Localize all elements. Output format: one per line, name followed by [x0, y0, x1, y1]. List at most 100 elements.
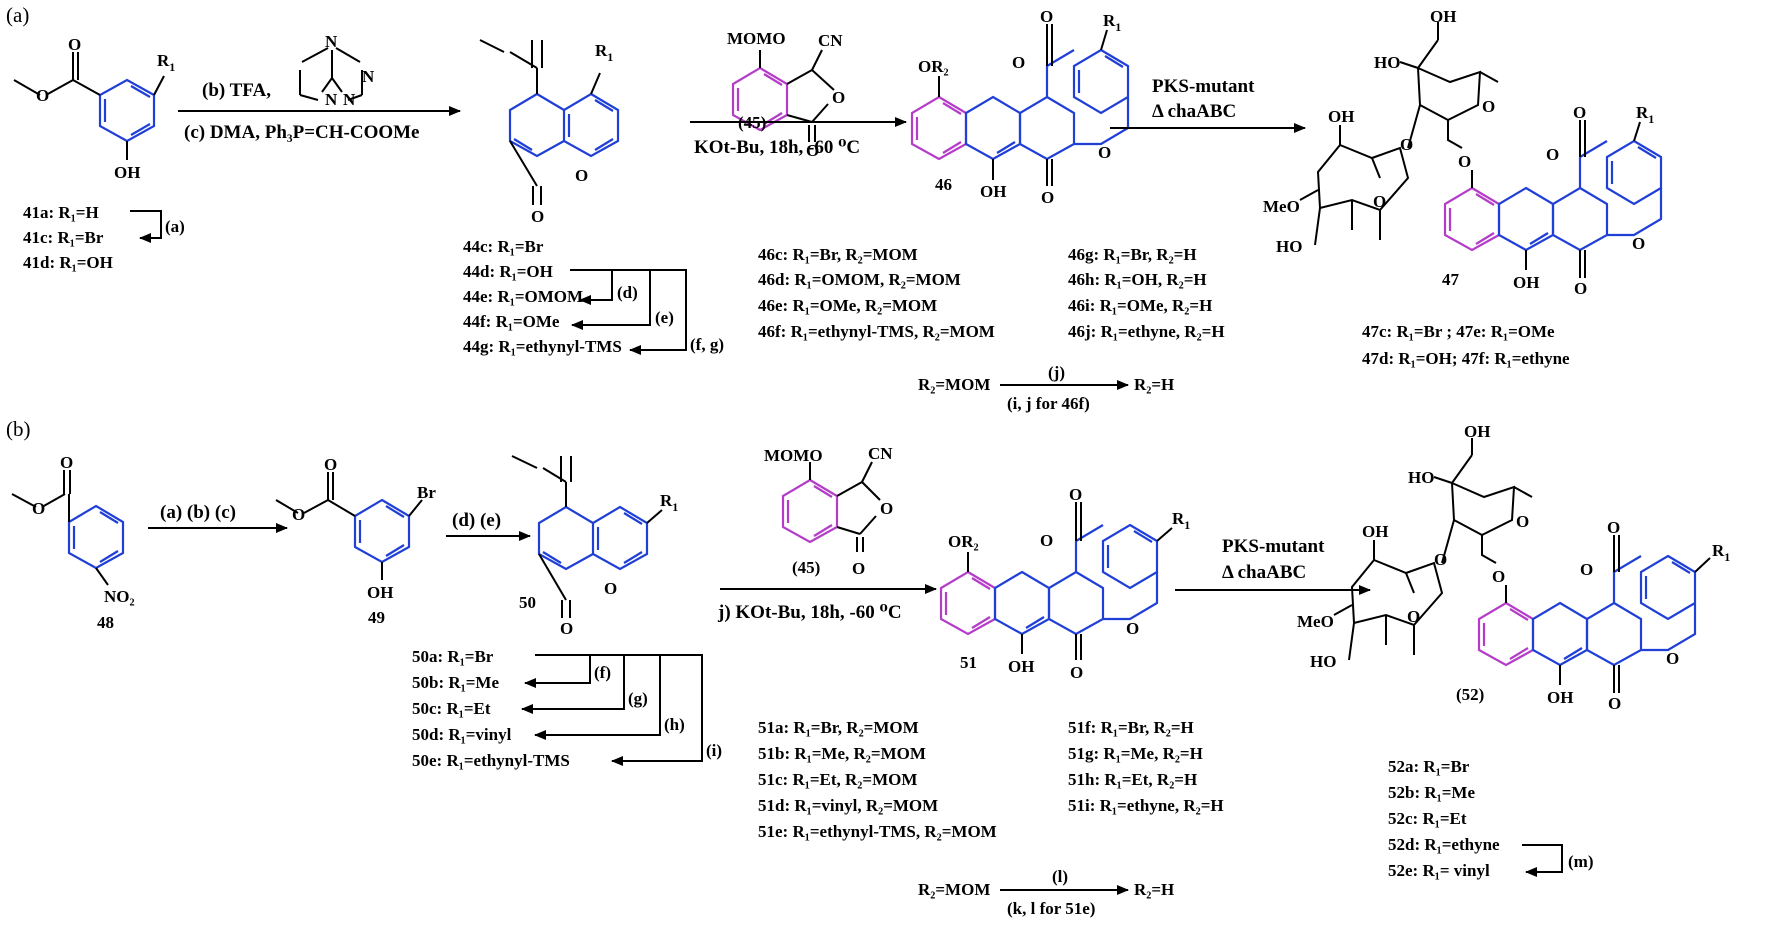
compound-51-r1: R1 — [1172, 509, 1190, 532]
step-label-f: (f) — [594, 663, 611, 682]
step-label-e: (e) — [655, 308, 674, 327]
compound-47-o-ring2: O — [1632, 234, 1645, 253]
list-51i: 51i: R₁=ethyne, R₂=H — [1068, 796, 1224, 815]
compound-52-ho2: HO — [1310, 652, 1336, 671]
compound-51-oh: OH — [1008, 657, 1034, 676]
panel-a-label: (a) — [6, 3, 29, 27]
list-51g: 51g: R₁=Me, R₂=H — [1068, 744, 1203, 763]
condition-pks-b: PKS-mutant — [1222, 536, 1325, 557]
list-50c: 50c: R₁=Et — [412, 699, 491, 718]
reagent-45b-co: O — [852, 559, 865, 578]
compound-46-o-ring: O — [1012, 53, 1025, 72]
compound-52-o-sugar2: O — [1407, 607, 1420, 626]
compound-47-oh-top: OH — [1430, 7, 1456, 26]
step-arrow-52d-to-52e — [1522, 844, 1563, 877]
list-41d: 41d: R₁=OH — [23, 253, 113, 272]
list-52d: 52d: R₁=ethyne — [1388, 835, 1500, 854]
compound-47-structure — [1299, 22, 1663, 278]
compound-49-oh: OH — [367, 583, 393, 602]
list-44c: 44c: R₁=Br — [463, 237, 544, 256]
list-46h: 46h: R₁=OH, R₂=H — [1068, 270, 1207, 289]
step-label-d: (d) — [617, 283, 638, 302]
reagent-45-structure — [731, 49, 835, 142]
deprotect-b-left: R₂=MOM — [918, 880, 990, 899]
compound-51-or2: OR₂ — [948, 532, 979, 551]
compound-48-label: 48 — [97, 613, 114, 632]
list-52c: 52c: R₁=Et — [1388, 809, 1467, 828]
deprotection-b: R₂=MOM (l) (k, l for 51e) R₂=H — [918, 867, 1174, 918]
compound-41-r1: R1 — [157, 51, 175, 74]
list-46f: 46f: R₁=ethynyl-TMS, R₂=MOM — [758, 322, 995, 341]
condition-tfa: (b) TFA, — [202, 80, 271, 101]
compound-51-label: 51 — [960, 653, 977, 672]
condition-b2: (d) (e) — [452, 510, 501, 531]
list-44d: 44d: R₁=OH — [463, 262, 553, 281]
compound-52-oh-mid: OH — [1362, 522, 1388, 541]
compound-46-o-top: O — [1040, 7, 1053, 26]
list-41a: 41a: R₁=H — [23, 203, 99, 222]
compound-47-oh-mid: OH — [1328, 107, 1354, 126]
compound-47-ho2: HO — [1276, 237, 1302, 256]
list-44f: 44f: R₁=OMe — [463, 312, 560, 331]
compound-51-list: 51a: R₁=Br, R₂=MOM 51b: R₁=Me, R₂=MOM 51… — [758, 718, 1224, 841]
compound-46-o-ring2: O — [1098, 143, 1111, 162]
compound-52-o-glyco: O — [1492, 567, 1505, 586]
compound-52-o-link: O — [1434, 550, 1447, 569]
panel-b-label: (b) — [6, 417, 31, 441]
compound-47-o-sugar2: O — [1373, 192, 1386, 211]
list-50a: 50a: R₁=Br — [412, 647, 494, 666]
compound-48-o: O — [60, 453, 73, 472]
reagent-45b-o: O — [880, 499, 893, 518]
compound-49-label: 49 — [368, 608, 385, 627]
compound-52-r1: R1 — [1712, 541, 1730, 564]
list-46c: 46c: R₁=Br, R₂=MOM — [758, 245, 918, 264]
step-arrow-50a-to-50b — [524, 654, 591, 688]
compound-47-meo: MeO — [1263, 197, 1300, 216]
compound-47-oh: OH — [1513, 273, 1539, 292]
compound-50-r1: R1 — [660, 491, 678, 514]
compound-51-o-bottom: O — [1070, 663, 1083, 682]
deprotect-b-below: (k, l for 51e) — [1007, 899, 1095, 918]
list-52a: 52a: R₁=Br — [1388, 757, 1470, 776]
compound-52-ho: HO — [1408, 468, 1434, 487]
compound-47-o-top: O — [1573, 103, 1586, 122]
list-46e: 46e: R₁=OMe, R₂=MOM — [758, 296, 937, 315]
condition-chaabc-a: Δ chaABC — [1152, 101, 1236, 122]
deprotect-a-above: (j) — [1048, 363, 1065, 382]
compound-52-label: (52) — [1456, 685, 1484, 704]
condition-b1: (a) (b) (c) — [160, 502, 236, 523]
list-46d: 46d: R₁=OMOM, R₂=MOM — [758, 270, 961, 289]
compound-47-o-link: O — [1400, 135, 1413, 154]
compound-52-list: 52a: R₁=Br 52b: R₁=Me 52c: R₁=Et 52d: R₁… — [1388, 757, 1500, 880]
hmta-structure — [299, 47, 363, 101]
list-46i: 46i: R₁=OMe, R₂=H — [1068, 296, 1212, 315]
compound-50-o-ring: O — [604, 579, 617, 598]
compound-46-list: 46c: R₁=Br, R₂=MOM 46d: R₁=OMOM, R₂=MOM … — [758, 245, 1225, 341]
deprotection-a: R₂=MOM (j) (i, j for 46f) R₂=H — [918, 363, 1174, 413]
compound-51-o-ring: O — [1040, 531, 1053, 550]
hmta-n-right: N — [343, 90, 356, 109]
atom-o-ester: O — [36, 86, 49, 105]
compound-48-structure — [11, 470, 125, 586]
deprotect-b-right: R₂=H — [1134, 880, 1174, 899]
compound-41-structure — [13, 52, 165, 160]
compound-51-o-top: O — [1069, 485, 1082, 504]
compound-49-br: Br — [417, 483, 436, 502]
hmta-n-mid: N — [325, 90, 338, 109]
condition-wittig: (c) DMA, Ph₃P=CH-COOMe — [184, 122, 420, 143]
compound-47-o-bottom: O — [1574, 279, 1587, 298]
compound-52-o-ring2: O — [1666, 649, 1679, 668]
compound-41-oh: OH — [114, 163, 140, 182]
list-51f: 51f: R₁=Br, R₂=H — [1068, 718, 1194, 737]
step-arrow-50a-to-50e — [611, 654, 703, 766]
reagent-45-cn: CN — [818, 31, 843, 50]
step-arrow-50a-to-50c — [521, 654, 625, 714]
compound-49-o: O — [324, 455, 337, 474]
compound-47-ho: HO — [1374, 53, 1400, 72]
deprotect-a-left: R₂=MOM — [918, 375, 990, 394]
reagent-45b-momo: MOMO — [764, 446, 823, 465]
list-41c: 41c: R₁=Br — [23, 228, 104, 247]
compound-51-o-ring2: O — [1126, 619, 1139, 638]
step-label-h: (h) — [664, 715, 685, 734]
compound-52-o-bottom: O — [1608, 694, 1621, 713]
